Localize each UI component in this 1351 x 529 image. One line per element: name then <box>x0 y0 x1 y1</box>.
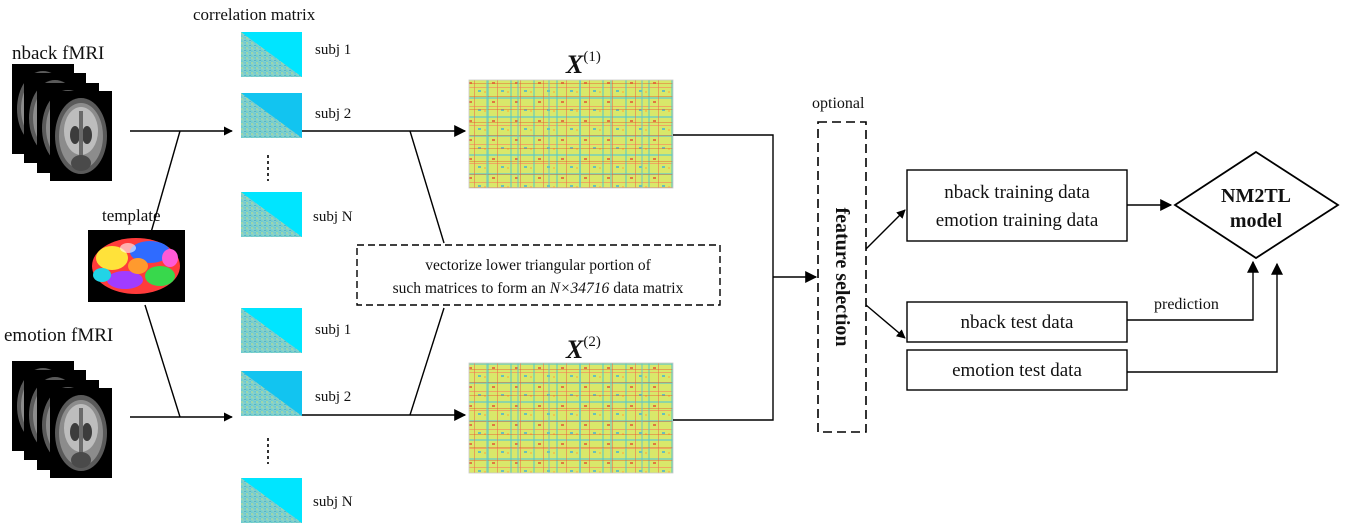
input-connectors <box>130 126 233 422</box>
correlation-matrix-thumbnail <box>241 32 302 77</box>
subject-label: subj N <box>313 209 353 225</box>
subject-label: subj 1 <box>315 42 351 58</box>
matrix-connectors <box>302 125 467 421</box>
template-label: template <box>102 206 161 225</box>
prediction-label: prediction <box>1154 296 1219 313</box>
emotion-test-data-box: emotion test data <box>906 349 1128 391</box>
matrix-x1-label: X(1) <box>565 49 601 79</box>
correlation-matrix-heading: correlation matrix <box>193 5 316 24</box>
vectorize-note-line2: such matrices to form an N×34716 data ma… <box>393 280 684 297</box>
nback-correlation-matrices <box>241 32 302 237</box>
data-matrix-x2 <box>468 362 674 474</box>
correlation-matrix-thumbnail <box>241 93 302 138</box>
template-brain-image <box>88 230 185 302</box>
nback-fmri-stack <box>12 64 112 181</box>
merge-connectors <box>673 134 818 421</box>
nback-test-data-label: nback test data <box>961 312 1074 333</box>
correlation-matrix-thumbnail <box>241 478 302 523</box>
nback-fmri-label: nback fMRI <box>12 43 104 64</box>
optional-label: optional <box>812 95 865 112</box>
model-label-line2: model <box>1230 210 1283 232</box>
subject-label: subj N <box>313 494 353 510</box>
feature-selection-box: feature selection <box>817 121 867 433</box>
split-connectors <box>865 209 906 339</box>
data-matrix-x1 <box>468 79 674 189</box>
correlation-matrix-thumbnail <box>241 192 302 237</box>
subject-label: subj 2 <box>315 389 351 405</box>
emotion-fmri-stack <box>12 361 112 478</box>
emotion-test-data-label: emotion test data <box>952 360 1082 381</box>
subject-label: subj 1 <box>315 322 351 338</box>
model-label-line1: NM2TL <box>1221 185 1291 207</box>
feature-selection-label: feature selection <box>831 207 853 346</box>
emotion-correlation-matrices <box>241 308 302 523</box>
emotion-fmri-label: emotion fMRI <box>4 325 113 346</box>
training-data-box: nback training data emotion training dat… <box>906 169 1128 242</box>
correlation-matrix-thumbnail <box>241 308 302 353</box>
nm2tl-model-node: NM2TL model <box>1173 150 1340 260</box>
vectorize-note-line1: vectorize lower triangular portion of <box>425 257 651 274</box>
subject-label: subj 2 <box>315 106 351 122</box>
vectorize-note: vectorize lower triangular portion of su… <box>356 244 721 306</box>
training-data-line2: emotion training data <box>936 210 1099 231</box>
matrix-x2-label: X(2) <box>565 334 601 364</box>
correlation-matrix-thumbnail <box>241 371 302 416</box>
model-connectors <box>1127 199 1283 373</box>
nback-test-data-box: nback test data <box>906 301 1128 343</box>
training-data-line1: nback training data <box>944 182 1090 203</box>
